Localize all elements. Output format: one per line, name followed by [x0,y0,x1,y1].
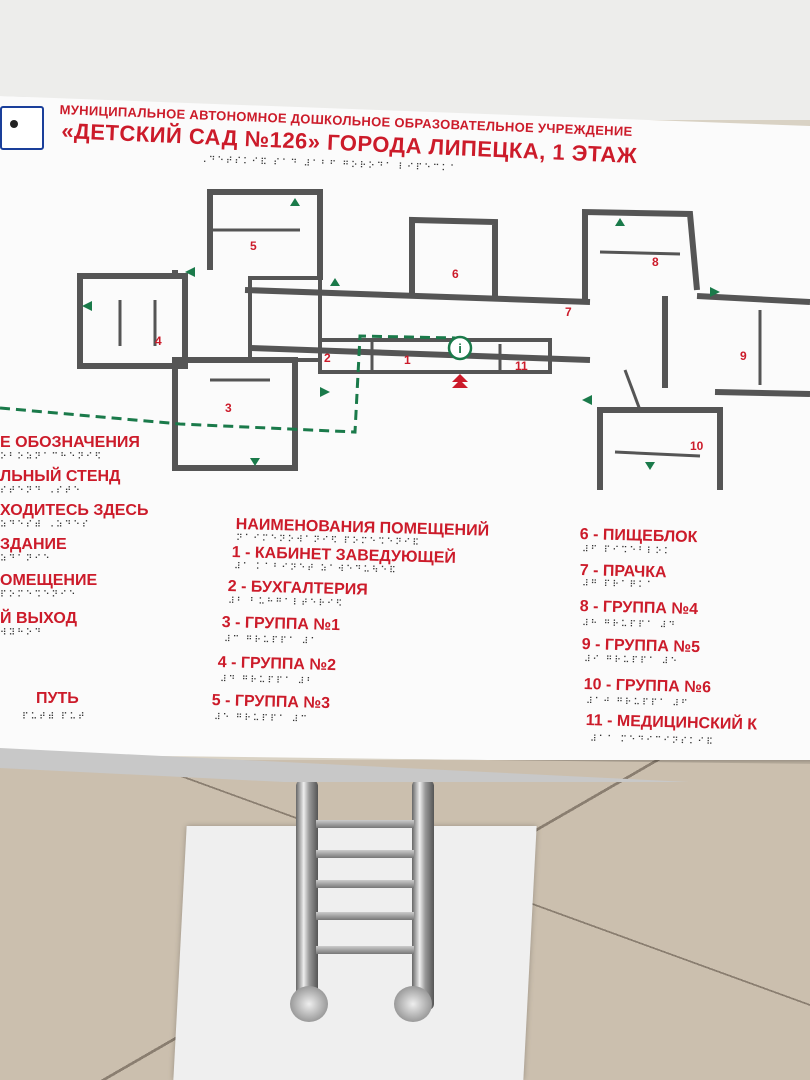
legend-item: Е ОБОЗНАЧЕНИЯ [0,434,140,451]
stand-post-right [412,780,434,1010]
braille-icon: ⠎⠞⠑⠝⠙ ⠠⠎⠞⠑ [0,485,82,495]
stand-rung [316,820,414,828]
braille-icon: ⠕⠃⠕⠵⠝⠁⠉⠓⠑⠝⠊⠫ [0,451,104,461]
room-name: 5 - ГРУППА №3 [211,692,331,713]
room-name: 8 - ГРУППА №4 [579,598,699,619]
room-label-6: 6 [452,267,459,281]
room-label-4: 4 [155,334,162,348]
background-wall [0,0,810,120]
braille-icon: ⠵⠙⠁⠝⠊⠑ [0,553,52,563]
legend-item: Й ВЫХОД [0,610,78,627]
room-label-11: 11 [515,359,528,373]
braille-icon: ⠵⠙⠑⠎⠾ ⠠⠵⠙⠑⠎ [0,519,91,529]
braille-icon: ⠏⠕⠍⠑⠩⠑⠝⠊⠑ [0,589,78,599]
braille-icon: ⠏⠥⠞⠾ ⠏⠥⠞ [22,711,87,721]
room-label-7: 7 [565,305,572,319]
room-name: 4 - ГРУППА №2 [217,654,337,675]
legend-item: ХОДИТЕСЬ ЗДЕСЬ [0,502,149,519]
legend-item: ОМЕЩЕНИЕ [0,572,98,589]
stand-foot [290,986,328,1022]
room-name: 3 - ГРУППА №1 [221,614,341,635]
logo-icon [0,106,44,150]
room-name: 10 - ГРУППА №6 [583,676,712,697]
room-label-5: 5 [250,239,257,253]
stand-rung [316,946,414,954]
legend-item: ЛЬНЫЙ СТЕНД [0,468,121,485]
room-label-8: 8 [652,255,659,269]
legend-item: ПУТЬ [36,690,79,707]
info-icon: i [458,341,462,356]
stand-post-left [296,780,318,1010]
braille-icon: ⠺⠽⠓⠕⠙ [0,627,43,637]
tactile-sign-board [0,96,810,760]
stand-foot [394,986,432,1022]
floor-plan-map: i 5 4 3 2 1 6 11 7 8 9 10 [0,189,810,490]
room-label-1: 1 [404,353,411,367]
legend-item: ЗДАНИЕ [0,536,67,553]
braille-icon: ⠼⠛ ⠏⠗⠁⠟⠅⠁ [581,578,656,590]
room-label-2: 2 [324,351,331,365]
room-label-3: 3 [225,401,232,415]
stand-rung [316,912,414,920]
stand-rung [316,850,414,858]
stand-rung [316,880,414,888]
room-label-9: 9 [740,349,747,363]
room-label-10: 10 [690,439,704,453]
